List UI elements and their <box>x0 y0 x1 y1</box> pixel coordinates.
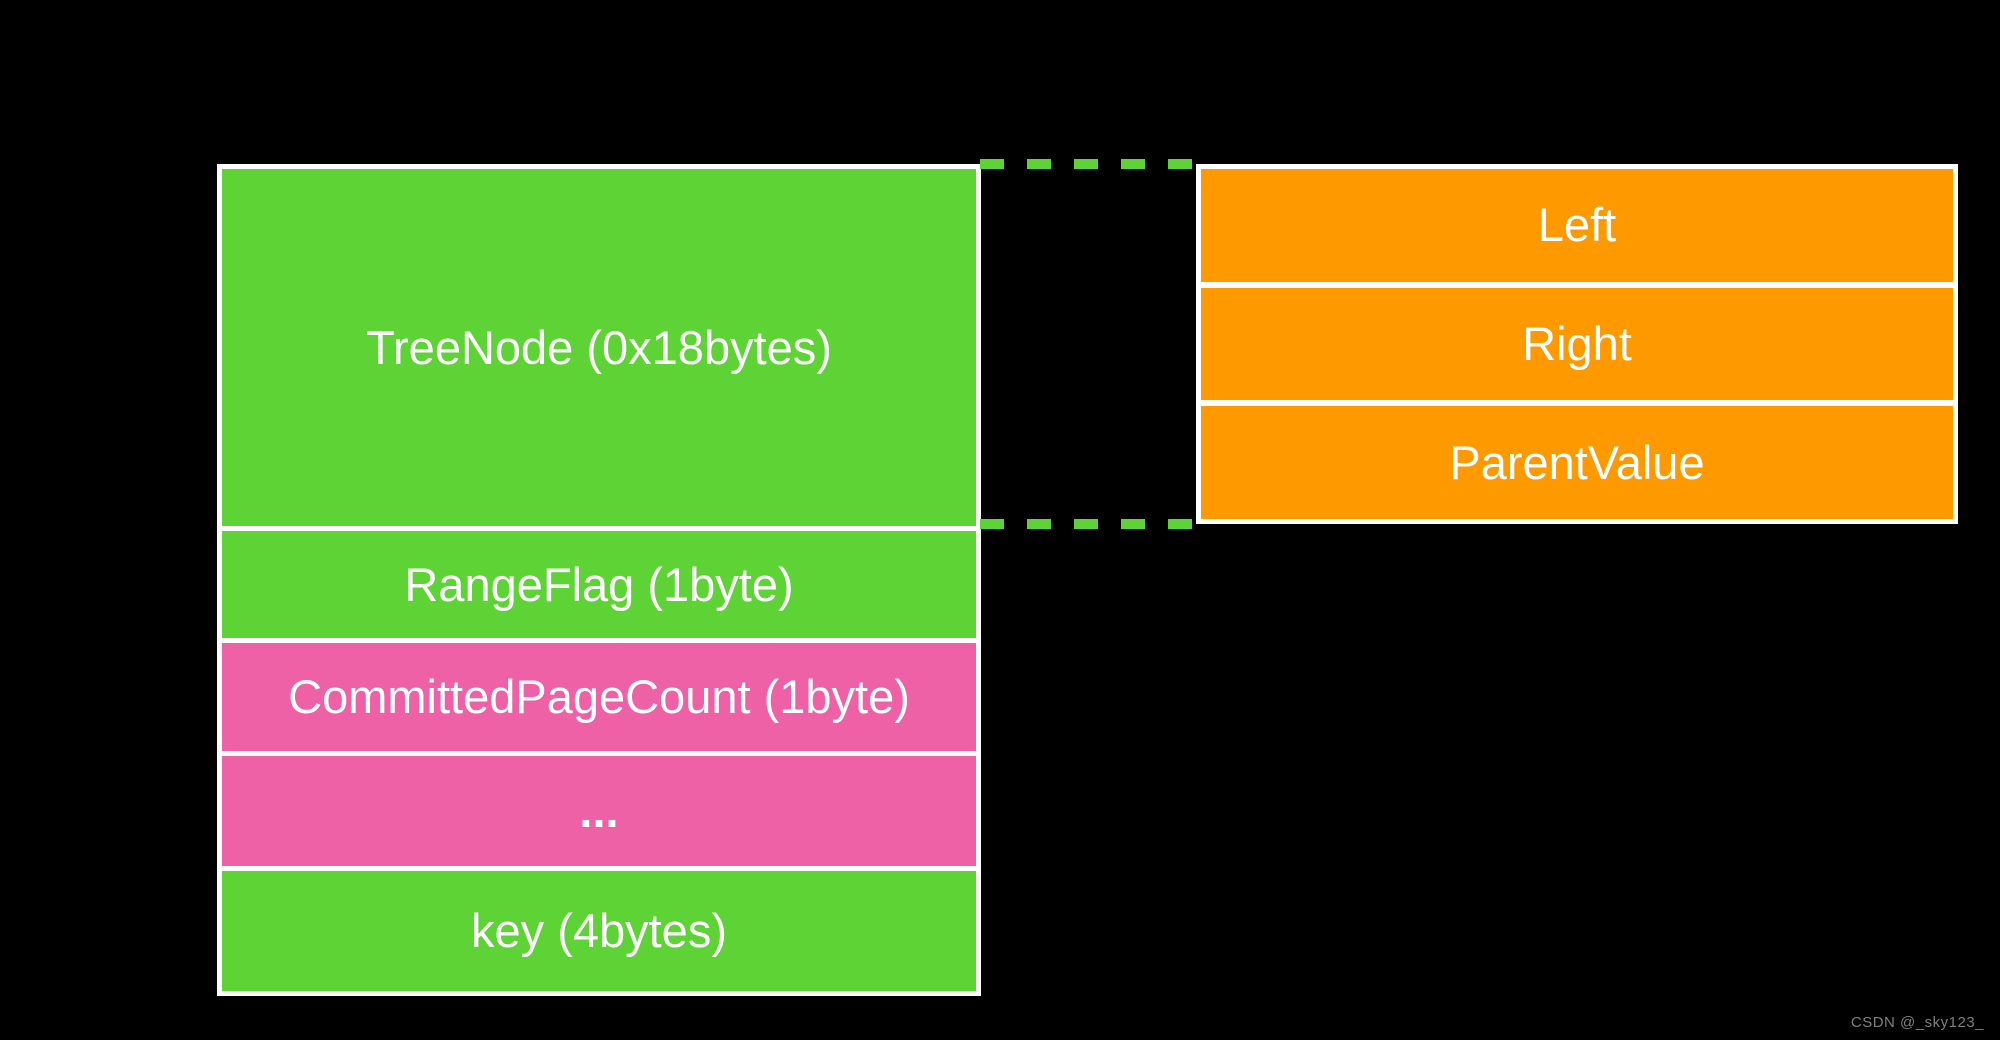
left-label: Left <box>1537 198 1617 252</box>
treenode-detail-box: Left Right ParentValue <box>1196 164 1958 524</box>
expansion-connector <box>980 159 1196 529</box>
struct-row-ellipsis: ... <box>222 756 976 866</box>
watermark: CSDN @_sky123_ <box>1850 1014 1984 1031</box>
detail-row-parentvalue: ParentValue <box>1201 406 1953 520</box>
key-label: key (4bytes) <box>471 904 727 958</box>
detail-row-right: Right <box>1201 287 1953 401</box>
treenode-label: TreeNode (0x18bytes) <box>366 320 832 374</box>
ellipsis-label: ... <box>579 784 619 838</box>
parentvalue-label: ParentValue <box>1449 435 1705 489</box>
detail-row-left: Left <box>1201 169 1953 282</box>
struct-row-rangeflag: RangeFlag (1byte) <box>222 531 976 638</box>
committedpagecount-label: CommittedPageCount (1byte) <box>288 670 910 724</box>
struct-row-treenode: TreeNode (0x18bytes) <box>222 169 976 526</box>
right-label: Right <box>1522 317 1632 371</box>
treenode-struct-column: TreeNode (0x18bytes) RangeFlag (1byte) C… <box>217 164 981 996</box>
rangeflag-label: RangeFlag (1byte) <box>404 557 794 611</box>
struct-row-committedpagecount: CommittedPageCount (1byte) <box>222 643 976 751</box>
struct-row-key: key (4bytes) <box>222 871 976 991</box>
